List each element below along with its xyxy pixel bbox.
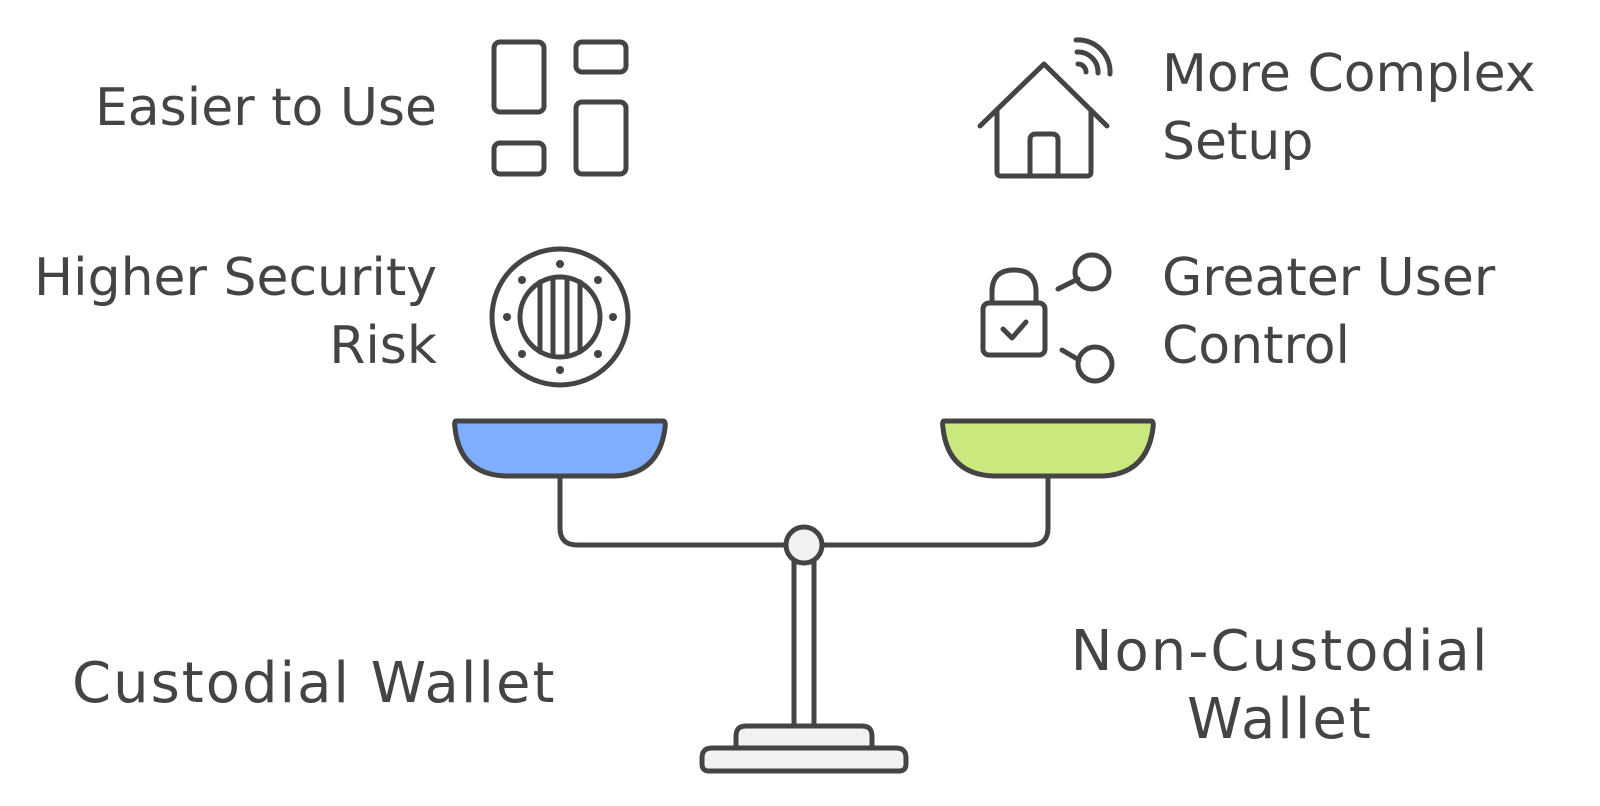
title-line: Custodial Wallet <box>72 651 557 716</box>
feature-label-line: Higher Security <box>34 248 437 308</box>
title-line: Non-Custodial <box>1070 619 1490 684</box>
title-line: Wallet <box>1187 687 1373 752</box>
feature-label-line: Greater User <box>1162 248 1496 308</box>
vault-door-icon <box>489 246 631 388</box>
feature-label-higher-security-risk: Higher Security Risk <box>34 244 437 380</box>
scale-base-bottom <box>699 745 909 774</box>
smart-home-icon <box>977 37 1113 179</box>
custodial-wallet-title: Custodial Wallet <box>72 650 556 718</box>
left-scale-pan <box>452 418 668 479</box>
right-scale-pan <box>940 418 1156 479</box>
feature-label-line: Easier to Use <box>94 78 437 138</box>
scale-pivot <box>783 524 825 566</box>
feature-label-line: Risk <box>329 316 437 376</box>
non-custodial-wallet-title: Non-Custodial Wallet <box>1040 618 1520 754</box>
scale-pillar <box>791 559 817 731</box>
feature-label-line: Setup <box>1162 112 1314 172</box>
feature-label-line: Control <box>1162 316 1350 376</box>
feature-label-easier-to-use: Easier to Use <box>95 74 437 142</box>
scale-base-top <box>733 723 875 751</box>
feature-label-more-complex-setup: More Complex Setup <box>1162 40 1536 176</box>
feature-label-line: More Complex <box>1162 44 1536 104</box>
dashboard-tiles-icon <box>491 39 629 177</box>
feature-label-greater-user-control: Greater User Control <box>1162 244 1495 380</box>
lock-network-icon <box>980 252 1115 384</box>
